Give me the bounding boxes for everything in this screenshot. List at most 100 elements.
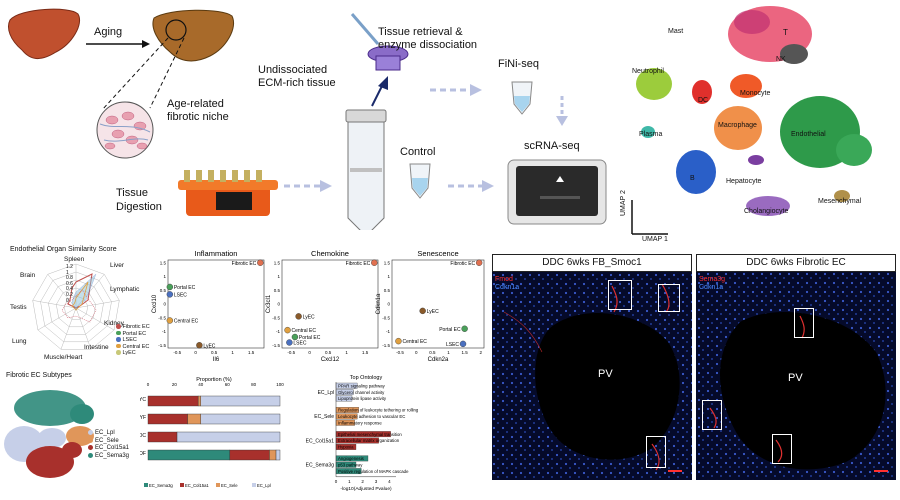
ontology-term: Regulation of leukocyte tethering or rol… — [338, 408, 419, 413]
radar-axis-spleen: Spleen — [64, 256, 85, 263]
proportion-bar — [147, 449, 231, 461]
workflow-diagram — [8, 8, 607, 230]
umap-cluster-b — [676, 150, 716, 194]
aging-label: Aging — [94, 26, 123, 38]
proportion-category: OC — [140, 433, 146, 439]
umap-xlabel: UMAP 1 — [642, 236, 668, 243]
umap-label-macrophage: Macrophage — [718, 122, 757, 129]
scatter-point-label: LSEC — [174, 292, 187, 298]
proportion-category: YF — [140, 415, 146, 421]
scatter-xtick: 0.5 — [429, 350, 436, 355]
scatter-point — [284, 326, 291, 334]
scatter-point-label: Central EC — [174, 319, 199, 325]
legend-item: Central EC — [116, 344, 149, 351]
proportion-bar — [147, 413, 188, 425]
proportion-legend-label: EC_Lpl — [257, 483, 271, 488]
ontology-term: Extracellular matrix organization — [338, 438, 400, 443]
scatter-xtick: 1 — [447, 350, 450, 355]
scatter-xtick: 0 — [415, 350, 418, 355]
proportion-legend-label: EC_Sele — [221, 483, 238, 488]
radar-ring-label: 0.2 — [66, 292, 73, 298]
proportion-xtick: 0 — [147, 382, 150, 387]
umap-ylabel: UMAP 2 — [620, 190, 627, 216]
umap-label-endothelial: Endothelial — [791, 131, 826, 138]
umap-label-plasma: Plasma — [639, 131, 663, 138]
scatter-frame — [281, 259, 379, 349]
legend-swatch — [88, 430, 93, 435]
proportion-bar — [200, 395, 281, 407]
radar-ring — [56, 287, 96, 328]
scatter-xlabel: Cdkn2a — [428, 357, 449, 363]
proportion-legend-swatch — [180, 483, 184, 487]
radar-spoke — [37, 307, 77, 331]
legend-label: Fibrotic EC — [122, 324, 150, 330]
scatter-point — [459, 340, 467, 348]
micrograph-title-2: DDC 6wks Fibrotic EC — [696, 254, 896, 272]
scatter-point-label: LyEC — [203, 343, 215, 349]
legend-item: Portal EC — [116, 331, 146, 338]
proportion-xtick: 20 — [172, 382, 178, 387]
umap-label-dc: DC — [698, 97, 709, 104]
legend-label: Portal EC — [122, 330, 147, 337]
scatter-ytick: -1.5 — [158, 343, 166, 348]
scatter-point — [196, 342, 203, 349]
ontology-term: Leukocyte adhesion to vascular EC — [338, 414, 405, 419]
scatter-point-label: Central EC — [402, 339, 427, 345]
umap-label-cholangiocyte: Cholangiocyte — [744, 208, 789, 215]
scatter-title: Senescence — [417, 249, 458, 258]
legend-label: EC_Lpl — [95, 430, 115, 437]
scatter-xtick: 1.5 — [362, 350, 369, 355]
proportion-bar — [200, 413, 281, 425]
legend-swatch — [116, 343, 121, 349]
ontology-term: Lipoprotein lipase activity — [338, 396, 387, 401]
filter-icon — [350, 13, 409, 71]
retrieval-label: Tissue retrieval & enzyme dissociation — [378, 26, 478, 51]
inset-box-1a — [608, 280, 632, 310]
undissociated-label: Undissociated ECM-rich tissue — [258, 64, 336, 89]
proportion-xtick: 60 — [225, 382, 231, 387]
scatter-ytick: -0.5 — [382, 315, 390, 320]
umap-cluster-neutrophil — [636, 68, 672, 100]
radar-ring-label: 1.2 — [66, 264, 73, 270]
legend-label: EC_Sema3g — [95, 452, 130, 459]
scatter-xtick: 1.5 — [461, 350, 468, 355]
scatter-point — [291, 333, 299, 341]
ontology-xtick: 3 — [375, 479, 378, 484]
scatter-xtick: -0.5 — [287, 350, 295, 355]
scatter-point-label: LyEC — [427, 309, 439, 315]
ontology-xtick: 4 — [388, 479, 391, 484]
subtype-cluster-col15a1 — [26, 442, 82, 478]
umap-label-b: B — [690, 175, 695, 182]
umap-plot — [631, 6, 872, 235]
umap-cluster-monocyte — [730, 74, 762, 98]
digestion-label: Tissue Digestion — [116, 187, 162, 213]
umap-cluster-plasma — [641, 126, 655, 138]
proportion-bar — [229, 449, 270, 461]
ontology-term: Angiogenesis — [338, 456, 364, 461]
micrograph-title-1: DDC 6wks FB_Smoc1 — [492, 254, 692, 272]
scatter-xtick: 1 — [345, 350, 348, 355]
inset-box-2b — [702, 400, 722, 430]
subtypes-umap — [4, 390, 94, 478]
fini-label: FiNi-seq — [498, 58, 539, 70]
scatter-ytick: 1 — [277, 274, 280, 279]
micrograph-1: PV Fmod Cdkn1a — [492, 272, 692, 480]
scatter-point-label: Fibrotic EC — [450, 261, 475, 267]
scatter-title: Inflammation — [195, 249, 238, 258]
ontology-group: EC_Sele — [314, 414, 334, 420]
ontology-xtick: 2 — [361, 479, 364, 484]
legend-label: EC_Sele — [95, 437, 119, 444]
inset-box-1b — [658, 284, 680, 312]
scatter-point-label: Central EC — [292, 328, 317, 334]
scatter-ytick: 1 — [163, 274, 166, 279]
radar-ring-label: 1 — [66, 269, 69, 276]
radar-ring — [48, 279, 104, 335]
radar-spoke — [47, 274, 77, 309]
proportion-bar — [275, 449, 281, 461]
legend-item: EC_Sema3g — [88, 452, 130, 461]
radar-spoke — [75, 300, 120, 309]
scatter-ylabel: Cxcl10 — [152, 294, 158, 313]
scatter-xlabel: Il6 — [213, 357, 220, 363]
radar-axis-liver: Liver — [110, 262, 125, 269]
